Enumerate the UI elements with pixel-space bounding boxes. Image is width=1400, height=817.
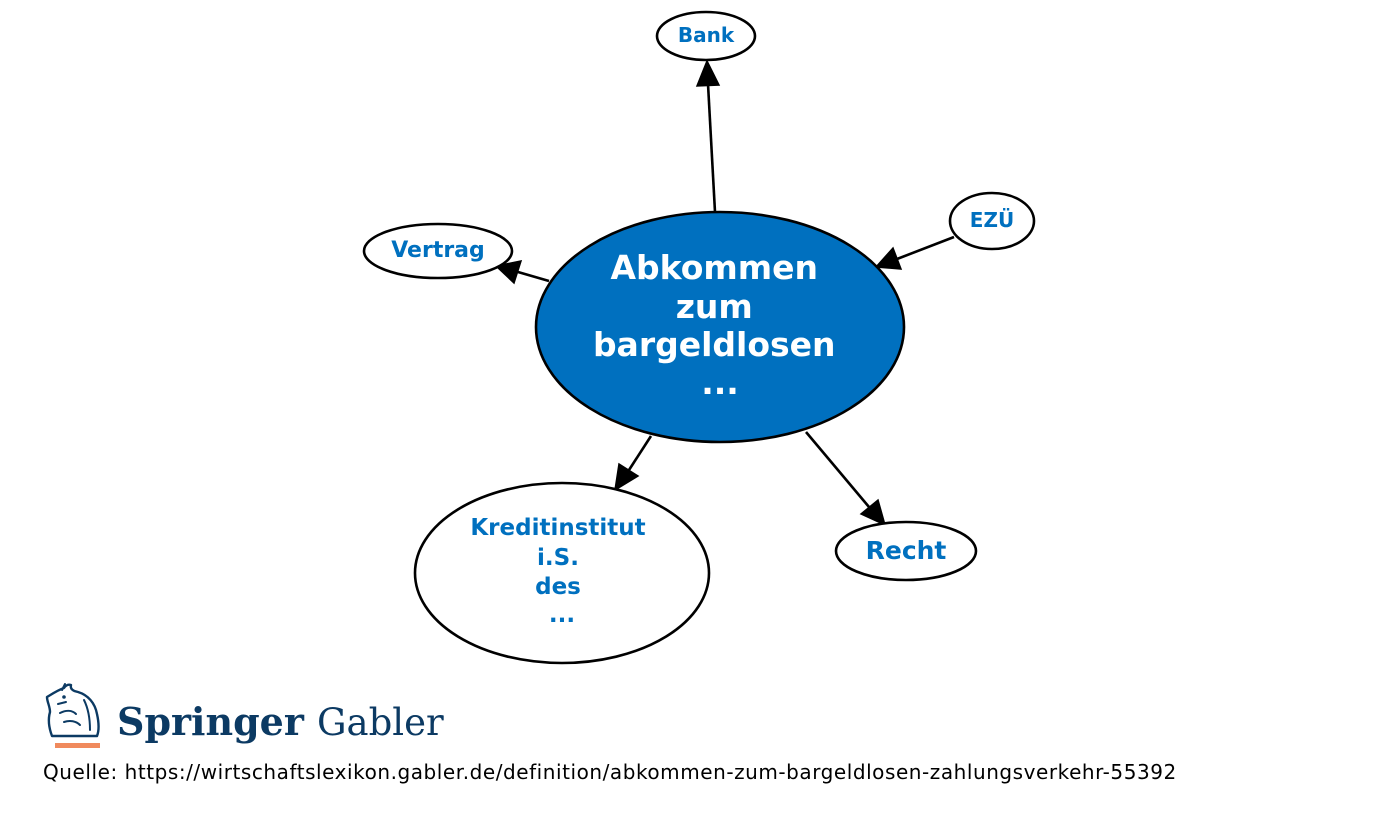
edge-center-bank	[706, 83, 717, 213]
edge-arrowhead-kreditinstitut	[614, 462, 640, 492]
center-label-line: Abkommen	[610, 248, 818, 287]
springer-gabler-logo: Springer Gabler	[45, 683, 444, 748]
edge-center-recht	[805, 431, 870, 508]
node-label-line: EZÜ	[970, 208, 1014, 232]
node-recht[interactable]: Recht	[834, 520, 978, 582]
node-ezu-ellipse	[948, 191, 1036, 251]
edges-layer	[494, 59, 955, 527]
center-label-line: bargeldlosen	[593, 325, 836, 364]
node-ezu[interactable]: EZÜ	[948, 191, 1036, 251]
node-label-line: Recht	[866, 536, 947, 565]
node-vertrag[interactable]: Vertrag	[362, 222, 514, 280]
edge-arrowhead-bank	[695, 59, 721, 87]
node-label-line: ...	[549, 602, 575, 628]
node-ezu-label: EZÜ	[970, 208, 1014, 232]
node-kreditinstitut[interactable]: Kreditinstitut i.S. des ...	[413, 481, 711, 665]
source-citation: Quelle: https://wirtschaftslexikon.gable…	[43, 760, 1177, 784]
brand-name-secondary: Gabler	[317, 701, 444, 744]
edge-ezu-center	[896, 235, 955, 261]
edge-arrowhead-recht	[859, 498, 887, 527]
node-bank[interactable]: Bank	[655, 10, 757, 62]
node-vertrag-ellipse	[362, 222, 514, 280]
node-vertrag-label: Vertrag	[391, 238, 485, 263]
brand-wordmark: Springer Gabler	[117, 699, 444, 744]
edge-arrowhead-center	[874, 246, 903, 270]
node-bank-label: Bank	[678, 23, 735, 47]
node-label-line: Vertrag	[391, 238, 485, 263]
center-node[interactable]: Abkommen zum bargeldlosen ...	[534, 210, 906, 444]
edge-center-vertrag	[517, 270, 550, 283]
edge-center-kreditinstitut	[627, 435, 653, 471]
logo-eye	[62, 695, 66, 699]
node-recht-label: Recht	[866, 536, 947, 565]
center-label-line: ...	[701, 363, 739, 402]
node-label-line: i.S.	[537, 545, 579, 571]
node-kreditinstitut-label: Kreditinstitut i.S. des ...	[470, 515, 653, 628]
springer-horse-icon	[45, 683, 100, 748]
edge-arrowhead-vertrag	[494, 260, 523, 285]
center-node-ellipse	[534, 210, 906, 444]
node-label-line: Kreditinstitut	[470, 515, 645, 541]
node-recht-ellipse	[834, 520, 978, 582]
logo-accent-bar	[55, 743, 100, 748]
center-label-line: zum	[676, 287, 753, 326]
brand-name-primary: Springer	[117, 699, 305, 744]
node-label-line: Bank	[678, 23, 735, 47]
node-bank-ellipse	[655, 10, 757, 62]
center-node-label: Abkommen zum bargeldlosen ...	[593, 248, 847, 402]
node-kreditinstitut-ellipse	[413, 481, 711, 665]
node-label-line: des	[535, 574, 581, 600]
